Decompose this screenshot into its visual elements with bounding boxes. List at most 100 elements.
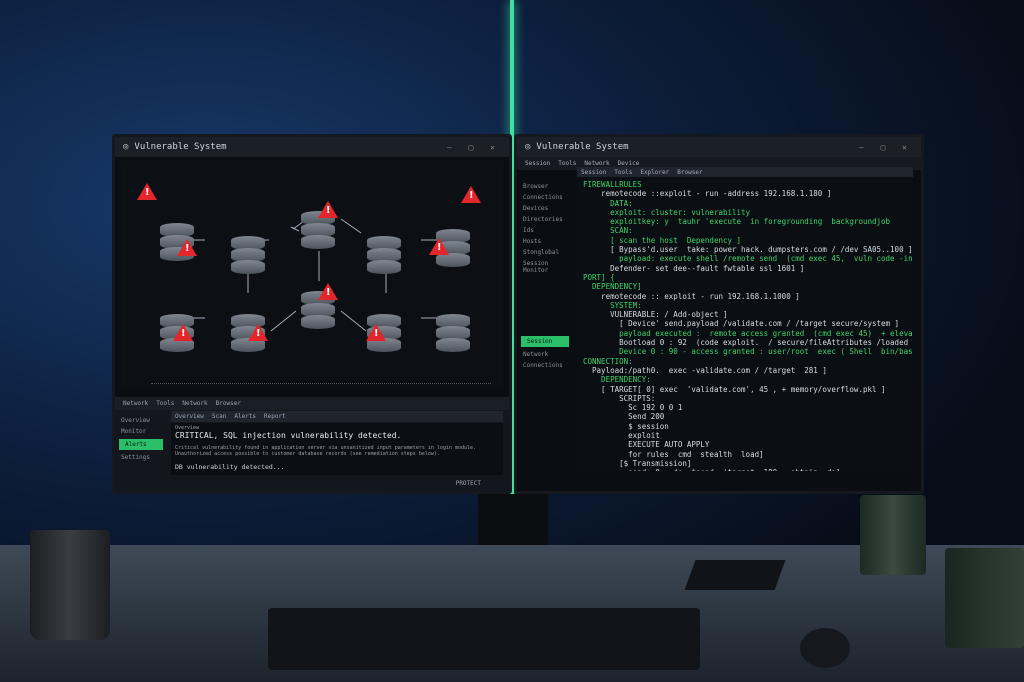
sidebar-item[interactable]: Connections [523, 362, 563, 369]
alert-headline: CRITICAL, SQL injection vulnerability de… [175, 431, 402, 440]
coffee-cup [945, 548, 1024, 648]
panel-label: Overview [175, 425, 200, 431]
database-node[interactable] [231, 236, 265, 280]
code-line: $ session [583, 421, 669, 431]
keyboard [268, 608, 700, 670]
code-line: remotecode ::exploit - run -address 192.… [583, 189, 832, 199]
sidebar-item[interactable]: Devices [523, 205, 549, 212]
left-monitor: ◎ Vulnerable System – ▢ ✕ !!!!!!!!! Netw… [112, 134, 512, 494]
subtab-scan[interactable]: Scan [211, 413, 227, 420]
warning-icon[interactable]: ! [429, 238, 449, 255]
warning-icon[interactable]: ! [318, 201, 338, 218]
window-controls[interactable]: – ▢ ✕ [446, 142, 501, 152]
status-text: PROTECT [455, 480, 481, 487]
sidebar-item-active[interactable]: Session [521, 336, 569, 347]
subtab-overview[interactable]: Overview [175, 413, 204, 420]
app-icon: ◎ [123, 142, 129, 152]
code-line: Payload:/path0. exec -validate.com / /ta… [583, 365, 827, 375]
code-line: CONNECTION: [583, 356, 633, 366]
code-line: DEPENDENCY: [583, 375, 651, 385]
tab-tools[interactable]: Tools [614, 169, 633, 176]
sidebar-item[interactable]: Network [523, 351, 549, 358]
database-node[interactable] [301, 211, 335, 255]
code-line: SCAN: [583, 226, 633, 236]
phone [684, 560, 786, 590]
code-line: Defender- set dee--fault fwtable ssl 160… [583, 263, 805, 273]
coffee-cup [860, 495, 926, 575]
right-titlebar: ◎ Vulnerable System – ▢ ✕ [517, 137, 921, 157]
window-title: Vulnerable System [134, 142, 227, 152]
code-line: DEPENDENCY] [583, 282, 642, 292]
window-controls[interactable]: – ▢ ✕ [858, 142, 913, 152]
tab-browser[interactable]: Browser [215, 400, 241, 407]
right-monitor: ◎ Vulnerable System – ▢ ✕ Session Tools … [514, 134, 924, 494]
sidebar-item[interactable]: Stonglobal [523, 249, 560, 256]
sidebar-item[interactable]: Hosts [523, 238, 542, 245]
subtab-alerts[interactable]: Alerts [234, 413, 257, 420]
sidebar-item[interactable]: Connections [523, 194, 563, 201]
code-line: SYSTEM: [583, 300, 642, 310]
menu-session[interactable]: Session [525, 160, 551, 167]
menu-tools[interactable]: Tools [558, 160, 577, 167]
database-node[interactable] [367, 236, 401, 280]
code-line: send: 0: ds *send 'target 180, .obtain..… [583, 468, 907, 471]
code-line: PORT] { [583, 272, 615, 282]
warning-icon[interactable]: ! [461, 186, 481, 203]
window-title: Vulnerable System [536, 142, 629, 152]
sidebar-item[interactable]: Directories [523, 216, 563, 223]
menu-device[interactable]: Device [617, 160, 640, 167]
tab-tools[interactable]: Tools [156, 400, 175, 407]
network-diagram: !!!!!!!!! [121, 161, 503, 389]
tab-explorer[interactable]: Explorer [640, 169, 670, 176]
coffee-cup [30, 530, 110, 640]
code-line: FIREWALLRULES [583, 180, 642, 189]
code-line: EXECUTE AUTO APPLY [583, 440, 710, 450]
code-line: exploit [583, 431, 660, 441]
light-strip [510, 0, 514, 500]
warning-icon[interactable]: ! [173, 324, 193, 341]
sidebar-item[interactable]: Browser [523, 183, 549, 190]
sidebar-item[interactable]: Session Monitor [523, 260, 549, 274]
footer-text: DB vulnerability detected... [175, 463, 285, 471]
tab-bar: Session Tools Explorer Browser [577, 167, 913, 178]
side-item[interactable]: Overview [121, 417, 150, 424]
warning-icon[interactable]: ! [177, 239, 197, 256]
database-node[interactable] [436, 314, 470, 358]
tab-network-2[interactable]: Network [182, 400, 208, 407]
tab-session[interactable]: Session [581, 169, 607, 176]
menu-bar: Session Tools Network Device [517, 157, 921, 170]
tab-browser[interactable]: Browser [677, 169, 703, 176]
sidebar-item[interactable]: Ids [523, 227, 534, 234]
warning-icon[interactable]: ! [137, 183, 157, 200]
code-line: Bootload 0 : 92 (code exploit. / secure/… [583, 338, 909, 348]
link [340, 310, 367, 332]
code-line: [ Bypass'd.user take: power hack. dumpst… [583, 245, 913, 255]
code-line: DATA: [583, 198, 633, 208]
tab-network[interactable]: Network [123, 400, 149, 407]
subtab-report[interactable]: Report [264, 413, 286, 420]
mouse [800, 628, 850, 668]
alert-detail: Unauthorized access possible to customer… [175, 451, 440, 457]
link [340, 218, 362, 234]
code-line: [ Device' send.payload /validate.com / /… [583, 319, 900, 329]
side-item-active[interactable]: Alerts [119, 439, 163, 450]
code-line: exploitkey: y tauhr 'execute in foregrou… [583, 217, 891, 227]
code-line: exploit: cluster: vulnerability [583, 207, 751, 217]
code-line: [ TARGET[ 0] exec 'validate.com', 45 , +… [583, 384, 886, 394]
menu-network[interactable]: Network [584, 160, 610, 167]
code-editor[interactable]: FIREWALLRULES remotecode ::exploit - run… [577, 177, 913, 471]
left-titlebar: ◎ Vulnerable System – ▢ ✕ [115, 137, 509, 157]
progress-dots [151, 383, 491, 384]
code-line: Send 200 [583, 412, 665, 422]
warning-icon[interactable]: ! [248, 324, 268, 341]
warning-icon[interactable]: ! [318, 283, 338, 300]
code-line: VULNERABLE: / Add-object ] [583, 310, 728, 320]
side-item[interactable]: Settings [121, 454, 150, 461]
code-line: [$ Transmission] [583, 458, 692, 468]
code-line: payload executed : remote access granted… [583, 328, 913, 338]
monitor-stand [478, 494, 548, 554]
code-line: payload: execute shell /remote send (cmd… [619, 254, 913, 264]
side-item[interactable]: Monitor [121, 428, 147, 435]
warning-icon[interactable]: ! [366, 324, 386, 341]
